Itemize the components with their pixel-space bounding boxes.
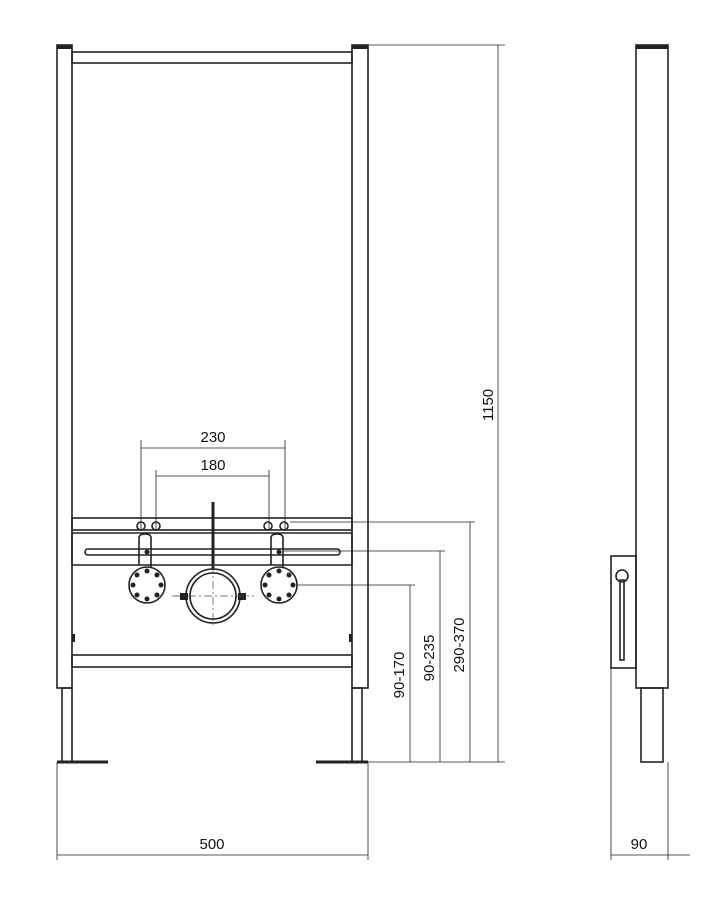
side-view bbox=[610, 44, 669, 763]
drain-pipe-clamp bbox=[172, 565, 254, 625]
mounting-plate bbox=[71, 502, 353, 570]
dimension-lines bbox=[56, 44, 690, 860]
left-water-fitting bbox=[128, 533, 166, 604]
front-view-frame bbox=[56, 44, 369, 764]
dim-290-370: 290-370 bbox=[451, 617, 468, 672]
dim-500: 500 bbox=[199, 836, 224, 853]
dim-90-235: 90-235 bbox=[421, 635, 438, 682]
right-water-fitting bbox=[260, 533, 298, 604]
dim-1150: 1150 bbox=[480, 389, 497, 421]
dim-180-label: 180 bbox=[200, 457, 225, 474]
dim-90-170: 90-170 bbox=[391, 652, 408, 699]
dim-230: 230 bbox=[200, 429, 225, 446]
dim-90: 90 bbox=[631, 836, 648, 853]
